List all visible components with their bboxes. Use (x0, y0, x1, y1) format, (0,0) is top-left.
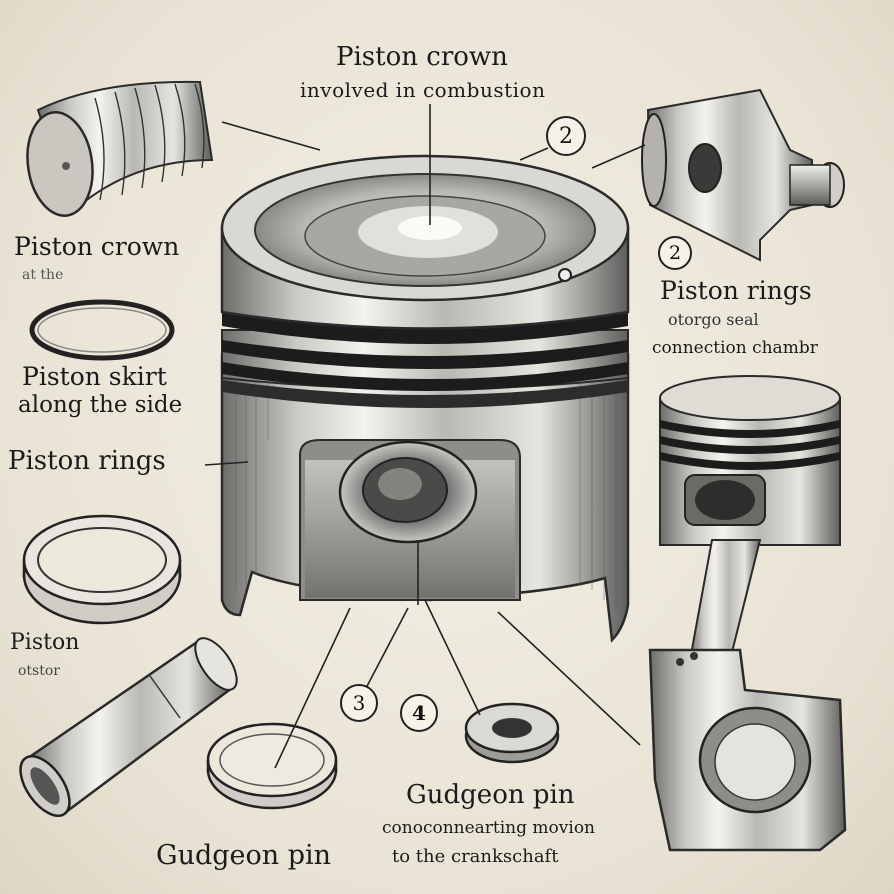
piston-small-title: Piston (10, 630, 80, 655)
rings-right-subtitle-2: connection chambr (652, 338, 818, 358)
rings-right-subtitle-1: otorgo seal (668, 310, 759, 329)
gudgeon-center-subtitle-2: to the crankschaft (392, 846, 559, 867)
badge-top: 2 (546, 116, 586, 156)
leader-lines (204, 104, 646, 769)
ring-bottom-illustration (206, 722, 338, 810)
crown-left-subtitle: at the (22, 267, 64, 283)
crown-top-title: Piston crown (336, 42, 508, 72)
badge-right: 2 (658, 236, 692, 270)
connecting-part-illustration (641, 88, 845, 262)
gudgeon-pin-illustration (19, 637, 238, 817)
ring-thin-illustration (29, 299, 175, 361)
badge-four: 4 (400, 694, 438, 732)
gudgeon-bottom-title: Gudgeon pin (156, 840, 332, 871)
rings-left-title: Piston rings (8, 446, 166, 476)
crown-left-title: Piston crown (14, 232, 180, 261)
skirt-title: Piston skirt (22, 362, 167, 391)
main-piston (220, 154, 630, 643)
washer-illustration (464, 702, 560, 764)
crown-top-subtitle: involved in combustion (300, 78, 546, 102)
gudgeon-center-title: Gudgeon pin (406, 780, 575, 810)
badge-three: 3 (340, 684, 378, 722)
ring-thick-illustration (22, 514, 182, 625)
piston-small-subtitle: otstor (18, 663, 60, 679)
piston-rod-assembly (648, 375, 847, 852)
gudgeon-center-subtitle-1: conoconnearting movion (382, 818, 595, 838)
rings-right-title: Piston rings (660, 276, 812, 305)
crown-part-illustration (26, 80, 214, 217)
skirt-subtitle: along the side (18, 392, 183, 418)
